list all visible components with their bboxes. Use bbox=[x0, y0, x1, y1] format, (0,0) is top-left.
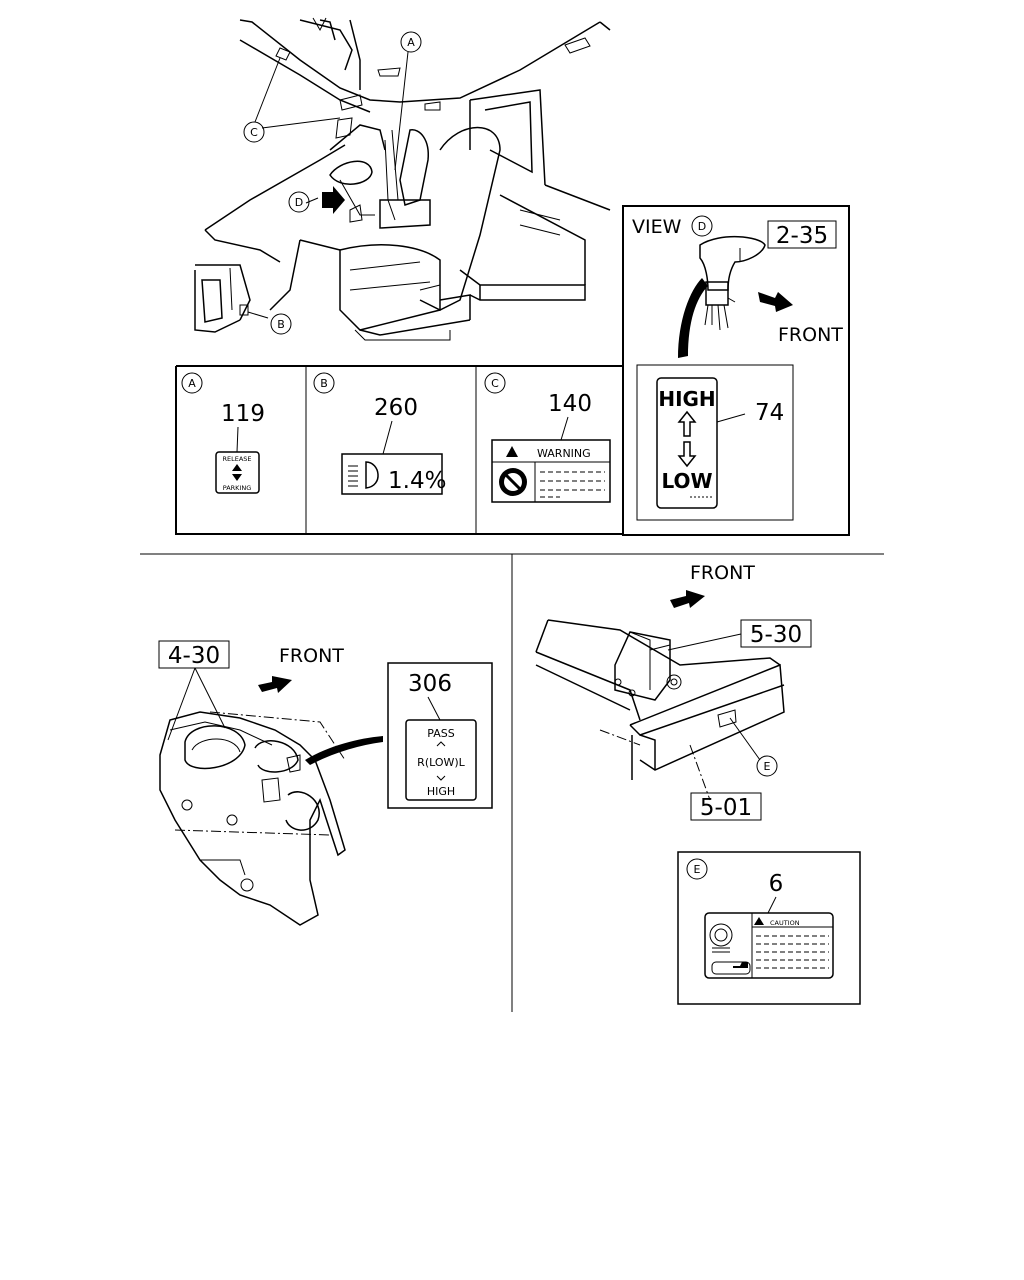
svg-text:C: C bbox=[491, 377, 499, 390]
view-label: VIEW bbox=[632, 216, 682, 238]
svg-text:PARKING: PARKING bbox=[223, 484, 252, 492]
front-arrow-icon bbox=[258, 676, 292, 693]
svg-text:2-35: 2-35 bbox=[776, 223, 828, 249]
label-306: 306 PASS R(LOW)L HIGH bbox=[387, 662, 493, 809]
frame-rail-assembly: FRONT 5-30 5-01 E bbox=[535, 562, 812, 821]
callout-b: B bbox=[270, 313, 292, 335]
cab-interior-illustration bbox=[194, 17, 611, 341]
bracket-assembly: 4-30 FRONT bbox=[158, 640, 383, 926]
svg-text:E: E bbox=[764, 760, 771, 773]
svg-text:PASS: PASS bbox=[427, 727, 454, 740]
ref-box-2-35 bbox=[767, 220, 837, 249]
label-table: A 119 RELEASE PARKING B 260 1.4% C 140 bbox=[175, 365, 623, 535]
svg-text:FRONT: FRONT bbox=[279, 645, 344, 667]
svg-text:CAUTION: CAUTION bbox=[770, 919, 800, 927]
svg-text:E: E bbox=[694, 863, 701, 876]
svg-text:D: D bbox=[295, 196, 303, 209]
svg-text:D: D bbox=[698, 220, 706, 233]
svg-text:4-30: 4-30 bbox=[168, 643, 220, 669]
svg-text:74: 74 bbox=[755, 400, 784, 426]
svg-text:6: 6 bbox=[769, 871, 784, 897]
svg-text:1.4%: 1.4% bbox=[388, 468, 446, 494]
shift-label bbox=[656, 377, 718, 509]
svg-text:260: 260 bbox=[374, 395, 418, 421]
svg-text:C: C bbox=[250, 126, 258, 139]
svg-text:119: 119 bbox=[221, 401, 265, 427]
svg-text:FRONT: FRONT bbox=[690, 562, 755, 584]
warning-triangle-icon bbox=[506, 446, 518, 457]
view-d-panel: VIEW D 2-35 FRONT HIGH LOW 74 bbox=[622, 205, 850, 536]
no-entry-icon bbox=[499, 468, 527, 496]
svg-text:5-01: 5-01 bbox=[700, 795, 752, 821]
label-c-cell: C 140 WARNING bbox=[484, 372, 611, 503]
svg-text:RELEASE: RELEASE bbox=[222, 455, 251, 463]
svg-text:HIGH: HIGH bbox=[658, 387, 715, 411]
headlight-icon bbox=[348, 461, 379, 489]
svg-text:R(LOW)L: R(LOW)L bbox=[417, 756, 465, 769]
svg-text:A: A bbox=[188, 377, 196, 390]
label-a-cell: A 119 RELEASE PARKING bbox=[181, 372, 265, 494]
callout-d: D bbox=[288, 191, 310, 213]
svg-text:A: A bbox=[407, 36, 415, 49]
callout-a: A bbox=[400, 31, 422, 53]
label-e-panel: E 6 CAUTION bbox=[677, 851, 861, 1005]
svg-text:B: B bbox=[320, 377, 328, 390]
label-b-cell: B 260 1.4% bbox=[313, 372, 446, 495]
callout-c: C bbox=[243, 121, 265, 143]
svg-text:306: 306 bbox=[408, 671, 452, 697]
svg-text:FRONT: FRONT bbox=[778, 324, 843, 346]
svg-text:5-30: 5-30 bbox=[750, 622, 802, 648]
svg-text:B: B bbox=[277, 318, 285, 331]
svg-text:140: 140 bbox=[548, 391, 592, 417]
front-arrow-icon bbox=[758, 292, 793, 312]
svg-text:LOW: LOW bbox=[661, 469, 712, 493]
svg-text:HIGH: HIGH bbox=[427, 785, 455, 798]
front-arrow-icon bbox=[670, 590, 705, 608]
arrow-right-icon bbox=[322, 186, 345, 214]
svg-text:WARNING: WARNING bbox=[537, 447, 591, 460]
